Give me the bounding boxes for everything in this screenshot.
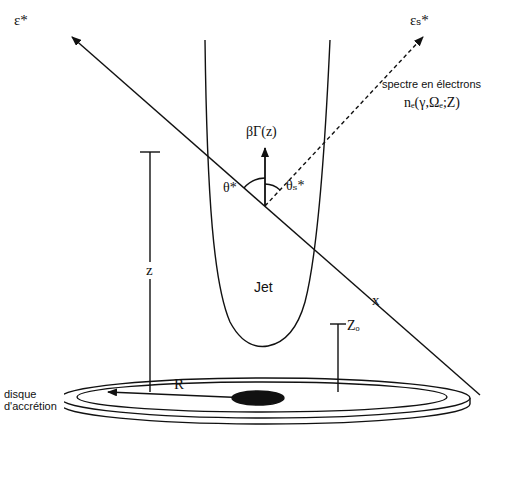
radius-label: R (174, 376, 184, 393)
dimension-label: Zₒ (347, 318, 360, 333)
disk-label: disque d'accrétion (2, 388, 64, 412)
disk-ring (77, 382, 447, 412)
jet-velocity (264, 148, 266, 206)
photon-label: ε* (14, 12, 28, 29)
jet-label: Jet (254, 280, 273, 295)
jet-outline (205, 40, 330, 347)
radius-arrow (108, 392, 250, 398)
angle-label: θ* (223, 180, 237, 195)
disk-outer (60, 378, 470, 418)
theta-s-arc (265, 184, 280, 190)
ray-label: x (372, 292, 380, 309)
dimension-label: z (144, 262, 155, 279)
spectrum-formula: nₑ(γ,Ωₑ;Z) (404, 95, 460, 110)
photon-ray (72, 37, 480, 395)
theta-arc (244, 178, 265, 188)
photon-label: εₛ* (410, 12, 429, 29)
angle-label: θₛ* (286, 178, 304, 193)
z0-dimension (337, 324, 338, 392)
scattered-photon (265, 37, 423, 206)
spectrum-label: spectre en électrons (382, 78, 481, 90)
velocity-label: βΓ(z) (246, 124, 277, 139)
